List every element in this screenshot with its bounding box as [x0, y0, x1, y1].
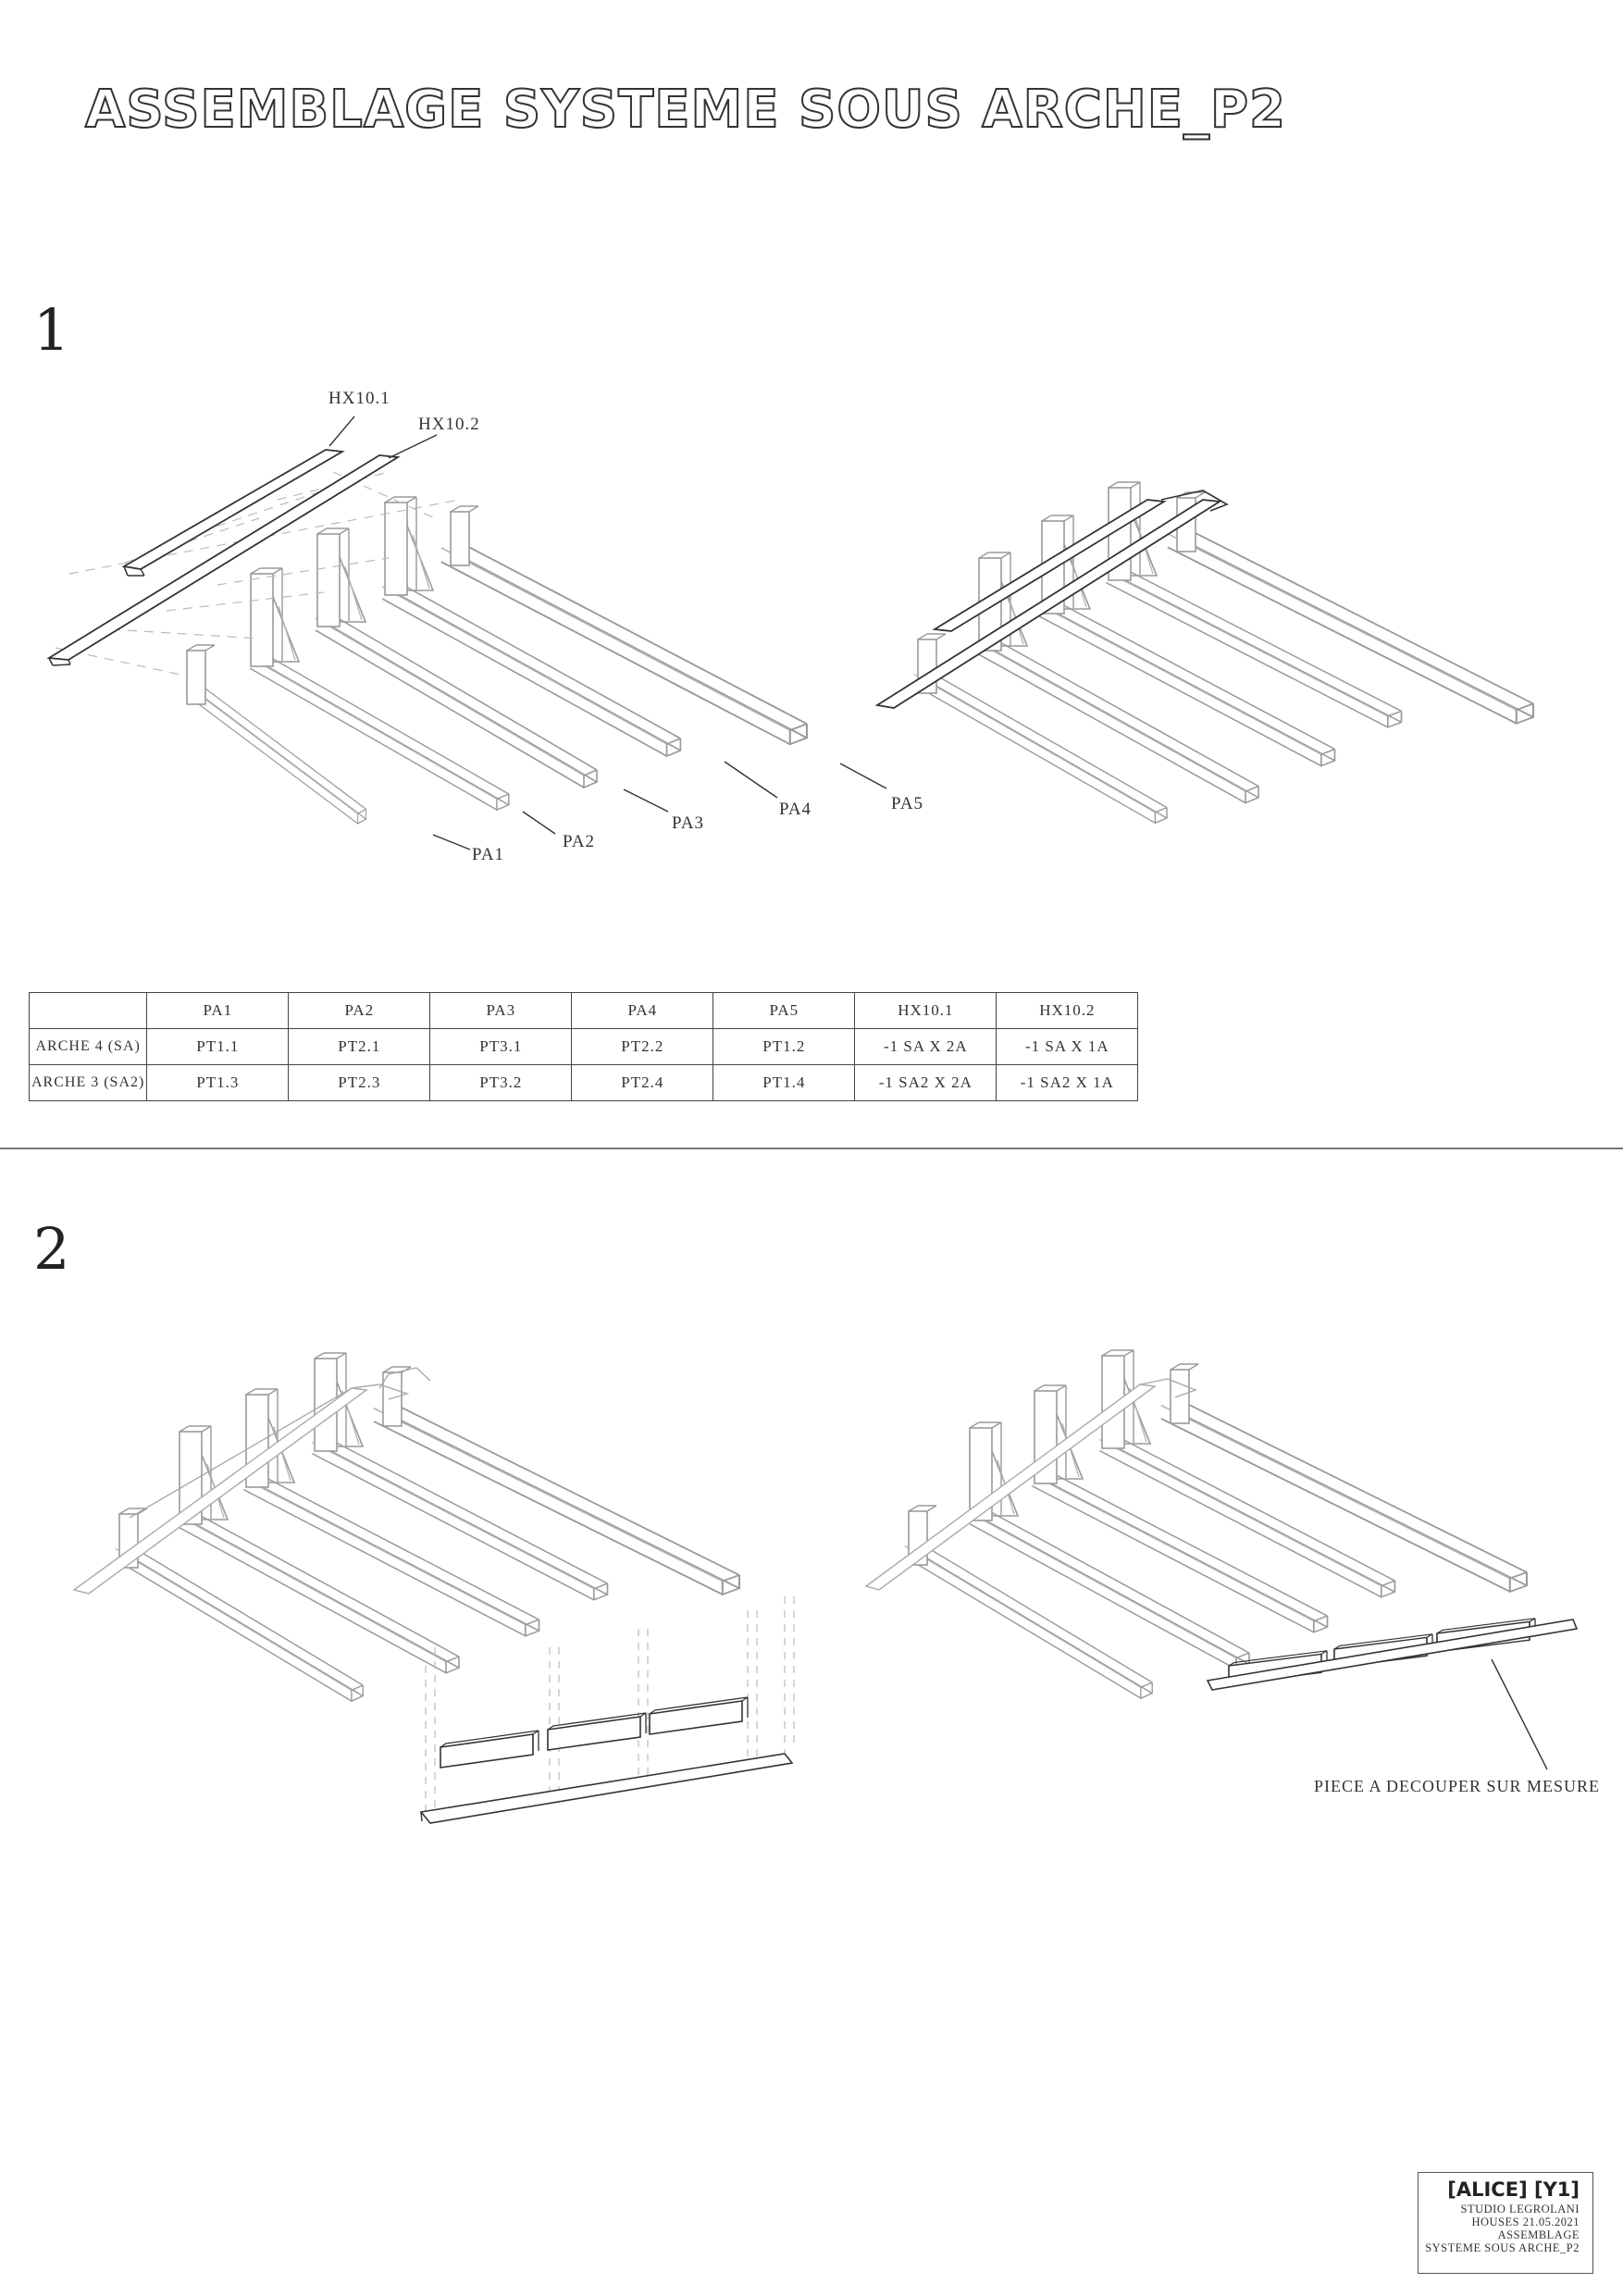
table-row-label: ARCHE 4 (SA) [28, 1028, 148, 1065]
label-pa5: PA5 [891, 794, 923, 813]
section-divider [0, 1148, 1623, 1149]
table-cell: PT2.3 [288, 1064, 431, 1101]
step-number-2: 2 [33, 1215, 70, 1283]
beam-pa2 [249, 567, 510, 811]
table-header-cell: PA2 [288, 992, 431, 1029]
rail-hx10-1 [121, 449, 345, 577]
table-cell: PT3.1 [429, 1028, 573, 1065]
title-block-studio: STUDIO LEGROLANI [1460, 2203, 1580, 2215]
table-cell: PT2.4 [571, 1064, 714, 1101]
label-pa1: PA1 [472, 845, 504, 864]
title-block-sheet: ASSEMBLAGE [1497, 2228, 1580, 2241]
blocking-pieces [440, 1696, 749, 1769]
step1-exploded-view: HX10.1 HX10.2 PA1 PA2 PA3 PA4 PA5 [46, 389, 923, 864]
label-hx10-1: HX10.1 [328, 389, 390, 408]
step2-exploded-view [72, 1352, 795, 1824]
table-header-cell: PA3 [429, 992, 573, 1029]
table-header-cell: PA4 [571, 992, 714, 1029]
table-cell: PT2.1 [288, 1028, 431, 1065]
step2-assembled-view: PIECE A DECOUPER SUR MESURE [864, 1349, 1600, 1795]
parts-table: PA1 PA2 PA3 PA4 PA5 HX10.1 HX10.2 ARCHE … [28, 992, 1139, 1101]
table-cell: -1 SA2 X 1A [996, 1064, 1139, 1101]
label-hx10-2: HX10.2 [418, 415, 480, 434]
label-pa3: PA3 [672, 813, 704, 833]
table-header-cell: HX10.1 [854, 992, 997, 1029]
table-cell: -1 SA X 2A [854, 1028, 997, 1065]
beam-pa5 [440, 505, 809, 746]
label-pa2: PA2 [563, 832, 595, 851]
table-header-row: PA1 PA2 PA3 PA4 PA5 HX10.1 HX10.2 [28, 992, 1139, 1029]
title-block: [ALICE] [Y1] STUDIO LEGROLANI HOUSES 21.… [1418, 2172, 1593, 2274]
table-cell: PT2.2 [571, 1028, 714, 1065]
title-block-date: HOUSES 21.05.2021 [1471, 2215, 1580, 2228]
table-cell: PT1.4 [712, 1064, 856, 1101]
step1-assembled-view [874, 481, 1535, 825]
beam-pa4 [381, 496, 682, 757]
table-cell: -1 SA X 1A [996, 1028, 1139, 1065]
table-header-cell: HX10.2 [996, 992, 1139, 1029]
table-header-cell: PA1 [146, 992, 290, 1029]
table-row: ARCHE 3 (SA2) PT1.3 PT2.3 PT3.2 PT2.4 PT… [28, 1064, 1139, 1101]
table-cell: PT1.3 [146, 1064, 290, 1101]
title-block-sheet-name: SYSTEME SOUS ARCHE_P2 [1425, 2241, 1580, 2254]
installed-blocking [1206, 1618, 1579, 1691]
table-cell: PT1.1 [146, 1028, 290, 1065]
label-pa4: PA4 [779, 800, 812, 819]
label-cut-note: PIECE A DECOUPER SUR MESURE [1314, 1777, 1600, 1795]
table-cell: PT3.2 [429, 1064, 573, 1101]
table-cell: -1 SA2 X 2A [854, 1064, 997, 1101]
beam-pa3 [315, 527, 598, 788]
table-corner-cell [28, 992, 148, 1029]
bottom-plank [419, 1753, 794, 1824]
step-number-1: 1 [33, 296, 70, 364]
table-cell: PT1.2 [712, 1028, 856, 1065]
page-title: ASSEMBLAGE SYSTEME SOUS ARCHE_P2 [84, 79, 1286, 141]
table-row: ARCHE 4 (SA) PT1.1 PT2.1 PT3.1 PT2.2 PT1… [28, 1028, 1139, 1065]
title-block-project: [ALICE] [Y1] [1447, 2178, 1580, 2201]
table-header-cell: PA5 [712, 992, 856, 1029]
rail-hx10-2 [46, 454, 401, 666]
table-row-label: ARCHE 3 (SA2) [28, 1064, 148, 1101]
